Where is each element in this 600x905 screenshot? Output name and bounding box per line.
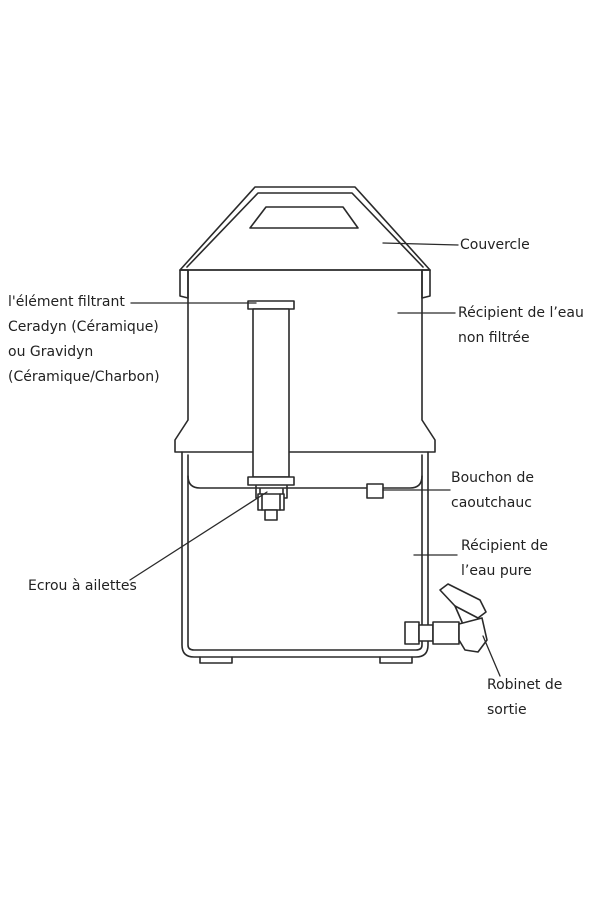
lid-label-line: Couvercle (460, 237, 530, 253)
lid-leader-line (382, 242, 459, 246)
upper-container-label-line-1: Récipient de l’eau (458, 305, 584, 321)
lid-shape (179, 186, 431, 299)
lower-container-label-line-2: l’eau pure (461, 563, 532, 579)
lid-label: Couvercle (460, 233, 530, 258)
wing-nut-leader-line (129, 491, 268, 581)
upper-container-label-line-2: non filtrée (458, 330, 530, 346)
wing-nut-label: Ecrou à ailettes (28, 574, 137, 599)
tap-shape (404, 583, 488, 653)
filter-label-line-4: (Céramique/Charbon) (8, 369, 160, 385)
wing-nut-label-line: Ecrou à ailettes (28, 578, 137, 594)
filter-element-label: l'élément filtrant Ceradyn (Céramique) o… (8, 290, 160, 390)
filter-element-shape (247, 300, 295, 499)
rubber-plug-label-line-1: Bouchon de (451, 470, 535, 486)
tap-label-line-2: sortie (487, 702, 527, 718)
rubber-plug-label-line-2: caoutchauc (451, 495, 532, 511)
upper-container-label: Récipient de l’eau non filtrée (458, 301, 584, 351)
tap-leader-line (482, 635, 501, 677)
rubber-plug-label: Bouchon de caoutchauc (451, 466, 534, 516)
lower-container-label: Récipient de l’eau pure (461, 534, 548, 584)
tap-label-line-1: Robinet de (487, 677, 563, 693)
lower-container-label-line-1: Récipient de (461, 538, 549, 554)
filter-label-line-3: ou Gravidyn (8, 344, 94, 360)
wing-nut-shape (257, 493, 285, 521)
rubber-plug-shape (366, 483, 384, 499)
upper-container-shape (174, 269, 436, 453)
tap-label: Robinet de sortie (487, 673, 562, 723)
filter-label-line-1: l'élément filtrant (8, 294, 125, 310)
lower-container-shape (181, 451, 429, 664)
filter-label-line-2: Ceradyn (Céramique) (8, 319, 159, 335)
